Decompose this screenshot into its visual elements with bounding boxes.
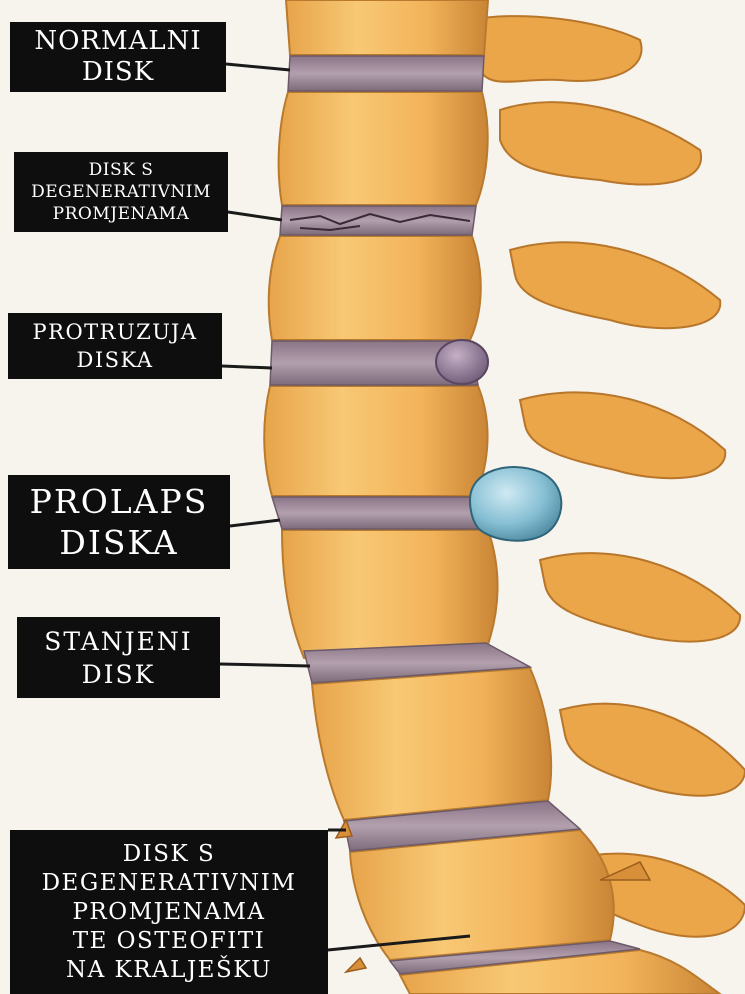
disc-normal	[288, 56, 484, 91]
vertebra-3	[269, 236, 481, 340]
vertebra-6	[312, 668, 551, 820]
label-line: DISKA	[76, 346, 153, 374]
vertebra-7	[350, 830, 614, 960]
label-normal-disc: NORMALNI DISK	[10, 22, 226, 92]
vertebra-5	[282, 530, 498, 658]
label-line: DISK	[82, 57, 154, 88]
label-line: DISKA	[59, 522, 178, 563]
label-degenerative-disc: DISK S DEGENERATIVNIM PROMJENAMA	[14, 152, 228, 232]
leader-protrusion	[222, 366, 272, 368]
label-line: DEGENERATIVNIM	[31, 181, 211, 203]
label-line: TE OSTEOFITI	[73, 927, 266, 956]
label-line: DEGENERATIVNIM	[42, 869, 297, 898]
label-line: PROMJENAMA	[72, 898, 265, 927]
label-line: DISK S	[123, 840, 216, 869]
vertebra-2	[279, 92, 488, 205]
label-thinned-disc: STANJENI DISK	[17, 617, 220, 698]
prolapse-bulge	[470, 467, 561, 541]
label-line: PROTRUZUJA	[33, 318, 198, 346]
protrusion-bulge	[436, 340, 488, 384]
vertebra-4	[264, 386, 487, 496]
disc-prolapse	[272, 497, 488, 529]
label-disc-protrusion: PROTRUZUJA DISKA	[8, 313, 222, 379]
leader-thinned	[220, 664, 310, 666]
label-disc-prolapse: PROLAPS DISKA	[8, 475, 230, 569]
label-line: NORMALNI	[34, 26, 201, 57]
label-line: DISK S	[89, 159, 154, 181]
vertebra-1	[286, 0, 488, 55]
label-line: PROMJENAMA	[53, 203, 190, 225]
label-degenerative-disc-osteophytes: DISK S DEGENERATIVNIM PROMJENAMA TE OSTE…	[10, 830, 328, 994]
label-line: STANJENI	[44, 625, 192, 658]
label-line: NA KRALJEŠKU	[66, 956, 272, 985]
label-line: PROLAPS	[30, 481, 209, 522]
disc-degenerative	[280, 206, 476, 235]
label-line: DISK	[82, 658, 156, 691]
